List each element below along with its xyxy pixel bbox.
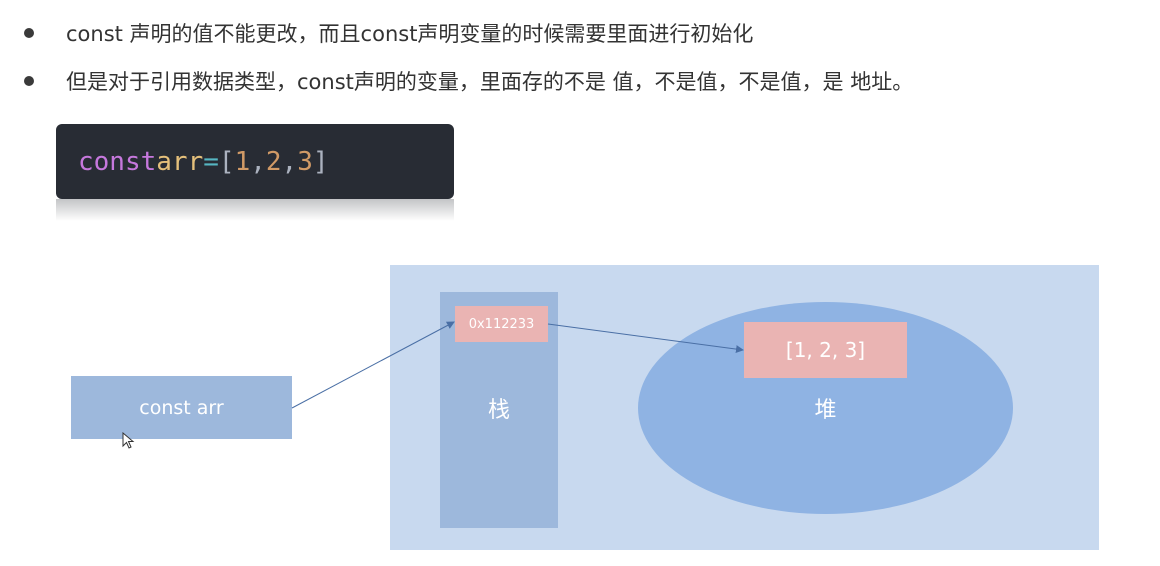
code-operator: = — [203, 146, 219, 177]
bullet-dot-icon — [24, 76, 34, 86]
bullet-text-1: const 声明的值不能更改，而且const声明变量的时候需要里面进行初始化 — [66, 22, 754, 46]
stack-label: 栈 — [487, 398, 510, 423]
bullet-item-2: 但是对于引用数据类型，const声明的变量，里面存的不是 值，不是值，不是值，是… — [24, 66, 913, 96]
code-separator: , — [250, 146, 266, 177]
arrow-address-to-heap — [547, 323, 744, 354]
code-value-2: 2 — [265, 146, 282, 177]
code-identifier: arr — [156, 146, 204, 177]
heap-label: 堆 — [814, 398, 837, 423]
code-line: const arr = [1, 2, 3] — [56, 124, 454, 199]
code-keyword: const — [78, 146, 157, 177]
bullet-dot-icon — [24, 28, 34, 38]
mouse-cursor-icon — [122, 432, 135, 449]
code-close-bracket: ] — [312, 146, 329, 177]
heap-array-box: [1, 2, 3] — [744, 322, 907, 378]
code-block: const arr = [1, 2, 3] — [56, 124, 454, 221]
address-box: 0x112233 — [455, 306, 548, 342]
code-reflection — [56, 199, 454, 221]
variable-box: const arr — [71, 376, 292, 439]
code-value-3: 3 — [297, 146, 313, 177]
arrow-variable-to-address — [291, 321, 455, 409]
bullet-text-2: 但是对于引用数据类型，const声明的变量，里面存的不是 值，不是值，不是值，是… — [66, 70, 914, 94]
code-value-1: 1 — [234, 146, 251, 177]
code-open-bracket: [ — [218, 146, 235, 177]
bullet-item-1: const 声明的值不能更改，而且const声明变量的时候需要里面进行初始化 — [24, 18, 753, 48]
code-separator: , — [281, 146, 298, 177]
